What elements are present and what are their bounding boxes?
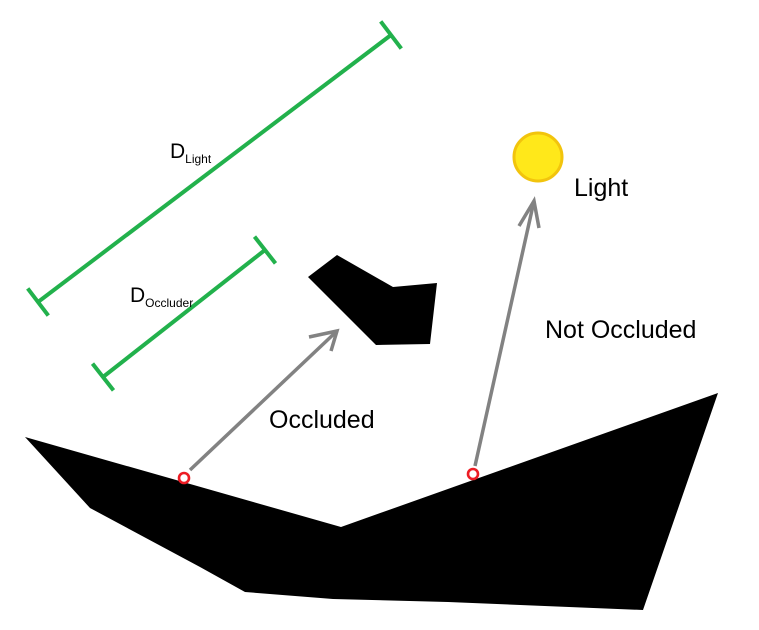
- occluded-arrow-head-icon: [308, 328, 340, 352]
- occluded-label: Occluded: [269, 406, 375, 434]
- terrain-shape: [25, 393, 718, 610]
- d-occluder-label-base: D: [130, 284, 145, 307]
- d-occluder-label-subscript: Occluder: [145, 296, 193, 310]
- d-light-tick-start: [26, 287, 50, 317]
- occluder-shape: [308, 255, 437, 345]
- not-occluded-label: Not Occluded: [545, 316, 696, 344]
- d-occluder-tick-start: [90, 362, 116, 392]
- d-light-label-subscript: Light: [185, 152, 212, 166]
- occluded-surface-point: [177, 471, 191, 485]
- d-occluder-measure-line: [101, 248, 267, 379]
- d-occluder-tick-end: [252, 235, 278, 265]
- occluded-arrow-shaft: [188, 329, 339, 472]
- not-occluded-arrow-head-icon: [517, 196, 541, 229]
- light-label: Light: [574, 174, 628, 202]
- not-occluded-arrow-shaft: [473, 200, 536, 467]
- d-occluder-label: DOccluder: [130, 284, 193, 310]
- d-light-label-base: D: [170, 140, 185, 163]
- d-light-label: DLight: [170, 140, 212, 166]
- d-light-tick-end: [379, 20, 403, 50]
- light-source-sun-icon: [512, 131, 564, 183]
- not-occluded-surface-point: [466, 467, 480, 481]
- d-light-measure-line: [36, 33, 393, 304]
